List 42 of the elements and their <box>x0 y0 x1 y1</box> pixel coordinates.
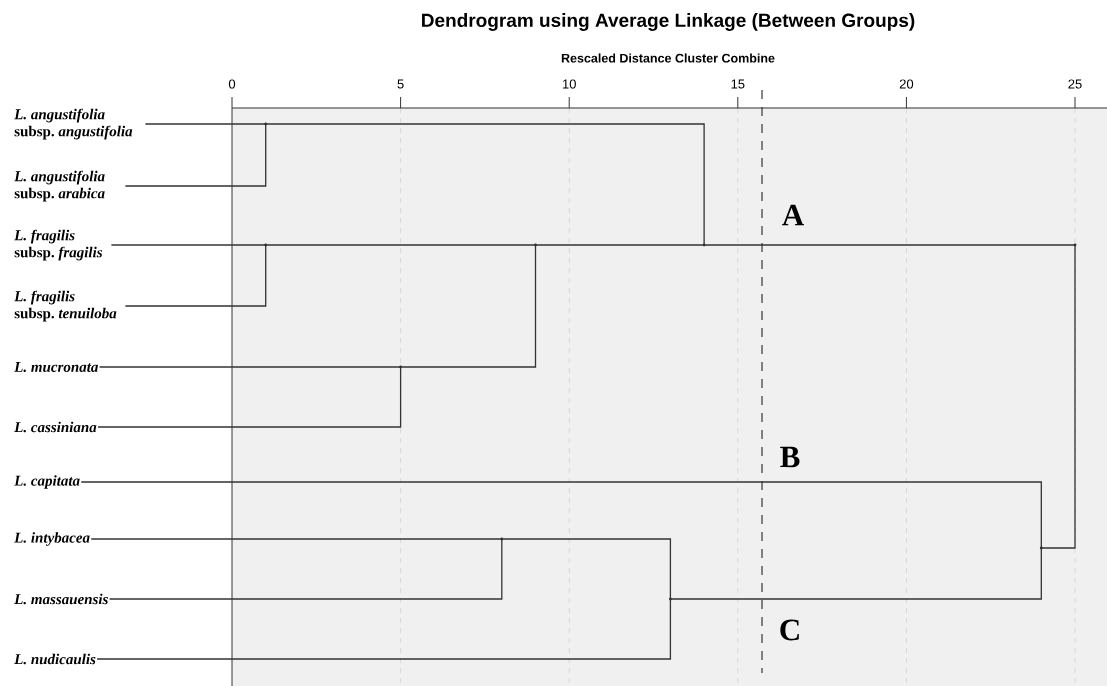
branch-line <box>501 538 672 600</box>
branch-line <box>669 547 1042 600</box>
junction-point <box>1073 243 1077 247</box>
junction-point <box>669 597 672 601</box>
branch-line <box>703 244 1076 246</box>
branch-line <box>80 481 1042 549</box>
tick-label: 5 <box>397 79 404 89</box>
branch-line <box>534 244 705 246</box>
tick-label: 25 <box>1068 79 1082 89</box>
branch-line <box>144 123 267 125</box>
tick-label: 20 <box>899 79 914 89</box>
cluster-letter: A <box>782 204 804 226</box>
title: Dendrogram using Average Linkage (Between Groups) <box>422 13 915 31</box>
branch-line <box>124 244 267 307</box>
tick-label: 10 <box>562 79 576 89</box>
branch-line <box>265 123 705 246</box>
branch-line <box>1040 244 1076 549</box>
branch-line <box>110 244 267 246</box>
branch-line <box>90 538 503 540</box>
cluster-letter: B <box>780 446 800 468</box>
tick-label: 0 <box>228 79 236 89</box>
cluster-letter: C <box>780 619 799 641</box>
branch-line <box>399 244 537 368</box>
branch-line <box>96 598 672 660</box>
axis-title: Rescaled Distance Cluster Combine <box>561 53 775 63</box>
branch-line <box>108 538 503 600</box>
species-label: L. nudicaulis <box>14 653 96 665</box>
tick-label: 15 <box>731 79 745 89</box>
species-label: L. angustifolia subsp. angustifolia <box>14 108 133 140</box>
species-label: L. massauensis <box>14 593 108 605</box>
branch-line <box>124 123 267 187</box>
branch-line <box>265 244 537 246</box>
branch-line <box>98 366 402 368</box>
species-label: L. capitata <box>14 475 80 489</box>
junction-point <box>1039 546 1043 550</box>
species-label: L. intybacea <box>14 532 90 546</box>
species-label: L. mucronata <box>14 362 98 373</box>
species-label: L. cassiniana <box>14 421 97 433</box>
species-label: L. fragilis subsp. fragilis <box>14 229 103 261</box>
species-label: L. angustifolia subsp. arabica <box>14 170 105 202</box>
branch-line <box>97 366 402 428</box>
species-label: L. fragilis subsp. tenuiloba <box>14 290 117 322</box>
